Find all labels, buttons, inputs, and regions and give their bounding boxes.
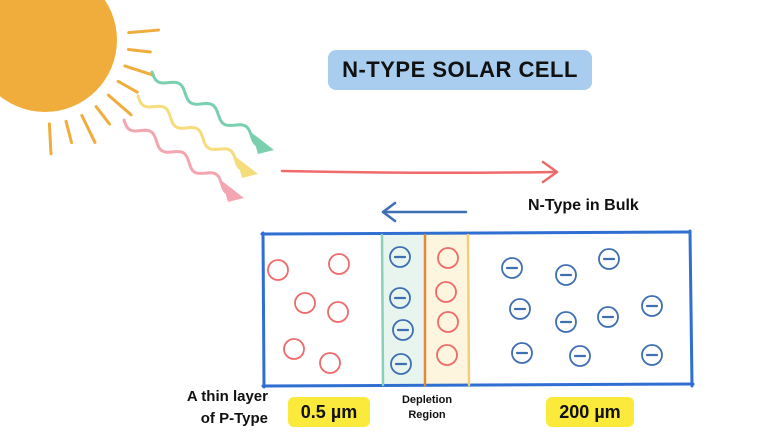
holes (267, 247, 459, 374)
hole-icon (294, 292, 316, 314)
sun-ray (123, 64, 155, 77)
sun-disc (0, 0, 117, 112)
hole-icon (283, 338, 305, 360)
electron-icon (501, 257, 523, 279)
sun-ray (94, 105, 112, 126)
electron-icon (392, 319, 414, 341)
depletion-n-side (382, 234, 425, 386)
hole-icon (267, 259, 289, 281)
hole-icon (435, 281, 457, 303)
light-ray-icon (122, 118, 244, 202)
label-depletion-line1: Depletion (401, 394, 453, 406)
electrons (389, 246, 663, 375)
electron-icon (390, 353, 412, 375)
sun-ray (127, 28, 161, 35)
electron-icon (509, 298, 531, 320)
label-thin-p-layer: A thin layer of P-Type (158, 386, 268, 430)
electron-icon (389, 287, 411, 309)
hole-icon (328, 253, 350, 275)
electron-icon (569, 345, 591, 367)
sun-ray (80, 113, 97, 144)
hole-icon (437, 247, 459, 269)
electron-icon (555, 311, 577, 333)
label-thin-p-layer-line1: A thin layer (186, 388, 268, 405)
light-rays (122, 70, 274, 202)
cell-box (260, 229, 695, 389)
sun-icon (0, 0, 161, 156)
electron-icon (641, 295, 663, 317)
hole-icon (437, 311, 459, 333)
page-title: N-TYPE SOLAR CELL (342, 57, 578, 82)
sun-ray (64, 119, 74, 145)
hole-icon (327, 301, 349, 323)
sun-ray (47, 122, 53, 156)
thickness-bulk-value: 200 µm (559, 401, 621, 422)
arrow-right-icon (280, 160, 559, 184)
thickness-thin-value: 0.5 µm (300, 401, 358, 422)
sun-ray (116, 79, 139, 94)
sun-ray (126, 48, 152, 54)
depletion-boundaries (380, 233, 471, 387)
title-banner: N-TYPE SOLAR CELL (328, 50, 592, 90)
thickness-badge-bulk: 200 µm (546, 397, 634, 427)
label-depletion-region: Depletion Region (386, 393, 468, 423)
label-thin-p-layer-line2: of P-Type (200, 410, 268, 427)
thickness-badge-thin: 0.5 µm (288, 397, 370, 427)
label-n-type-bulk: N-Type in Bulk (528, 197, 639, 214)
light-ray-icon (150, 70, 274, 154)
electron-icon (597, 306, 619, 328)
hole-icon (436, 344, 458, 366)
depletion-p-side (425, 234, 468, 386)
electron-icon (641, 344, 663, 366)
electron-icon (389, 246, 411, 268)
electron-icon (598, 248, 620, 270)
electron-icon (511, 342, 533, 364)
sun-ray (106, 93, 133, 117)
arrow-left-icon (381, 201, 468, 223)
sun-rays (47, 28, 161, 156)
light-ray-icon (136, 94, 258, 178)
label-depletion-line2: Region (408, 409, 446, 421)
hole-icon (319, 352, 341, 374)
electron-icon (555, 264, 577, 286)
